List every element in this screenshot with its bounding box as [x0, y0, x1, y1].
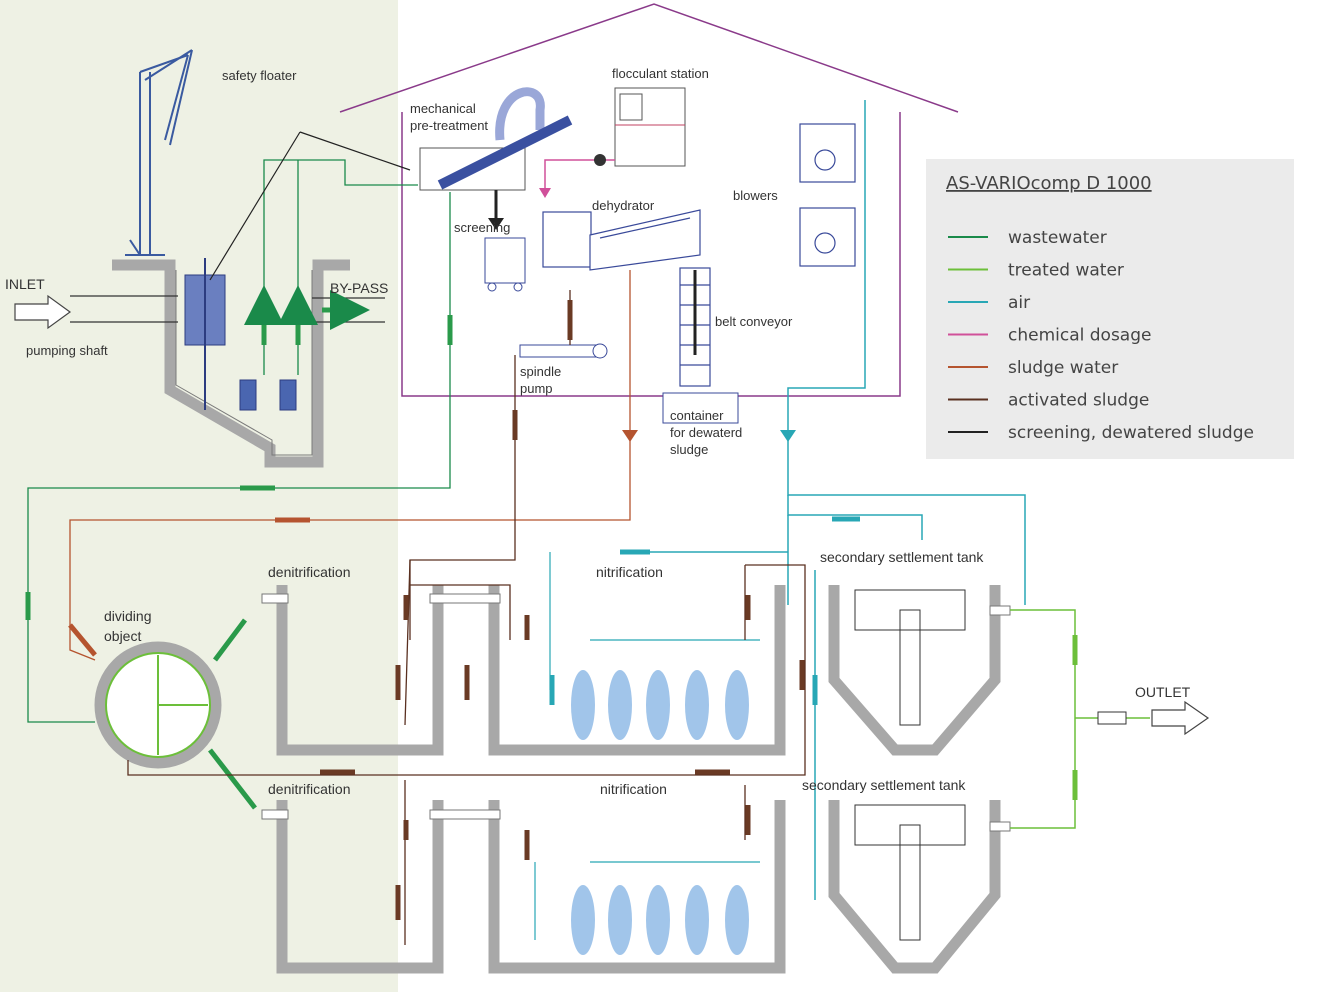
- sludge-into-dividing-arrow: [68, 623, 97, 657]
- label-mechanical-1: mechanical: [410, 101, 476, 116]
- legend-item-label: screening, dewatered sludge: [1008, 423, 1254, 443]
- activated-sludge-network: [127, 559, 806, 945]
- label-outlet: OUTLET: [1135, 684, 1191, 700]
- label-pump: pump: [520, 381, 553, 396]
- label-pumping-shaft: pumping shaft: [26, 343, 108, 358]
- legend-item-label: activated sludge: [1008, 391, 1149, 411]
- nitrification-tank-bottom: [488, 800, 786, 974]
- submersible-pumps-icon: [239, 379, 297, 411]
- legend-item-label: wastewater: [1008, 228, 1107, 248]
- to-denitrification-bottom-arrow: [208, 748, 257, 810]
- air-arrow-icon: [780, 430, 796, 442]
- belt-conveyor-icon: [679, 267, 711, 387]
- label-container-1: container: [670, 408, 724, 423]
- label-flocculant-station: flocculant station: [612, 66, 709, 81]
- outlet-arrow-icon: [1151, 700, 1210, 736]
- label-denitrification-top: denitrification: [268, 564, 351, 580]
- label-container-3: sludge: [670, 442, 708, 457]
- nitrification-tank-top: [488, 585, 786, 756]
- legend: AS-VARIOcomp D 1000 wastewater treated wa…: [926, 159, 1294, 459]
- label-safety-floater: safety floater: [222, 68, 297, 83]
- blowers-icon: [799, 123, 856, 267]
- secondary-tank-top: [828, 585, 1001, 756]
- label-belt-conveyor: belt conveyor: [715, 314, 793, 329]
- mechanical-pretreatment-icon: [419, 87, 573, 191]
- screening-drop-head: [488, 218, 504, 230]
- legend-background: [926, 159, 1294, 459]
- screening-line: [299, 131, 411, 171]
- secondary-tank-bottom: [828, 800, 1001, 974]
- denitrification-tank-top: [276, 585, 444, 756]
- label-nitrification-bottom: nitrification: [600, 781, 667, 797]
- sludge-arrows-down: [403, 595, 805, 840]
- inlet-arrow-icon: [14, 294, 72, 330]
- spindle-pump-icon: [519, 343, 608, 359]
- screen-basket-icon: [184, 258, 226, 410]
- label-screening: screening: [454, 220, 510, 235]
- label-secondary-bottom: secondary settlement tank: [802, 777, 966, 793]
- shaft-inner: [175, 270, 313, 456]
- label-container-2: for dewaterd: [670, 425, 742, 440]
- chemical-dosage-line: [544, 159, 615, 195]
- aerator-plumes-top: [571, 670, 749, 740]
- dosing-pump-icon: [594, 154, 606, 166]
- label-denitrification-bottom: denitrification: [268, 781, 351, 797]
- tank-connector-pipes: [261, 593, 1011, 832]
- building-walls: [401, 112, 901, 397]
- label-secondary-top: secondary settlement tank: [820, 549, 984, 565]
- chemical-dosage-arrow-icon: [539, 188, 551, 198]
- legend-item-label: air: [1008, 293, 1030, 313]
- wastewater-to-dividing: [27, 192, 451, 723]
- label-by-pass: BY-PASS: [330, 280, 388, 296]
- legend-item-label: chemical dosage: [1008, 326, 1151, 346]
- flow-meter-icon: [1097, 711, 1127, 725]
- dehydrator-icon: [542, 209, 701, 271]
- treated-water-line: [1010, 609, 1150, 829]
- label-dehydrator: dehydrator: [592, 198, 655, 213]
- screening-bin-icon: [484, 237, 526, 292]
- legend-title: AS-VARIOcomp D 1000: [946, 173, 1152, 194]
- crane-icon: [125, 49, 193, 256]
- to-denitrification-top-arrow: [213, 618, 247, 662]
- sludge-water-arrow-icon: [622, 430, 638, 442]
- label-inlet: INLET: [5, 276, 45, 292]
- secondary-tank-internals: [854, 589, 966, 941]
- label-dividing: dividing: [104, 608, 151, 624]
- background-panel: [0, 0, 398, 992]
- dividing-object-partitions: [105, 652, 211, 758]
- aerator-plumes-bottom: [571, 885, 749, 955]
- flocculant-station-icon: [614, 87, 686, 167]
- legend-items: wastewater treated water air chemical dosag…: [948, 228, 1254, 443]
- air-drops-to-aerators: [534, 552, 760, 940]
- screening-line-2: [209, 131, 301, 281]
- label-spindle: spindle: [520, 364, 561, 379]
- label-mechanical-2: pre-treatment: [410, 118, 488, 133]
- building-outline: [339, 3, 959, 113]
- label-object: object: [104, 628, 141, 644]
- label-nitrification-top: nitrification: [596, 564, 663, 580]
- denitrification-tank-bottom: [276, 800, 444, 974]
- sludge-arrows-up: [395, 615, 530, 920]
- legend-item-label: sludge water: [1008, 358, 1118, 378]
- label-blowers: blowers: [733, 188, 778, 203]
- legend-item-label: treated water: [1008, 261, 1124, 281]
- container-icon: [662, 392, 739, 424]
